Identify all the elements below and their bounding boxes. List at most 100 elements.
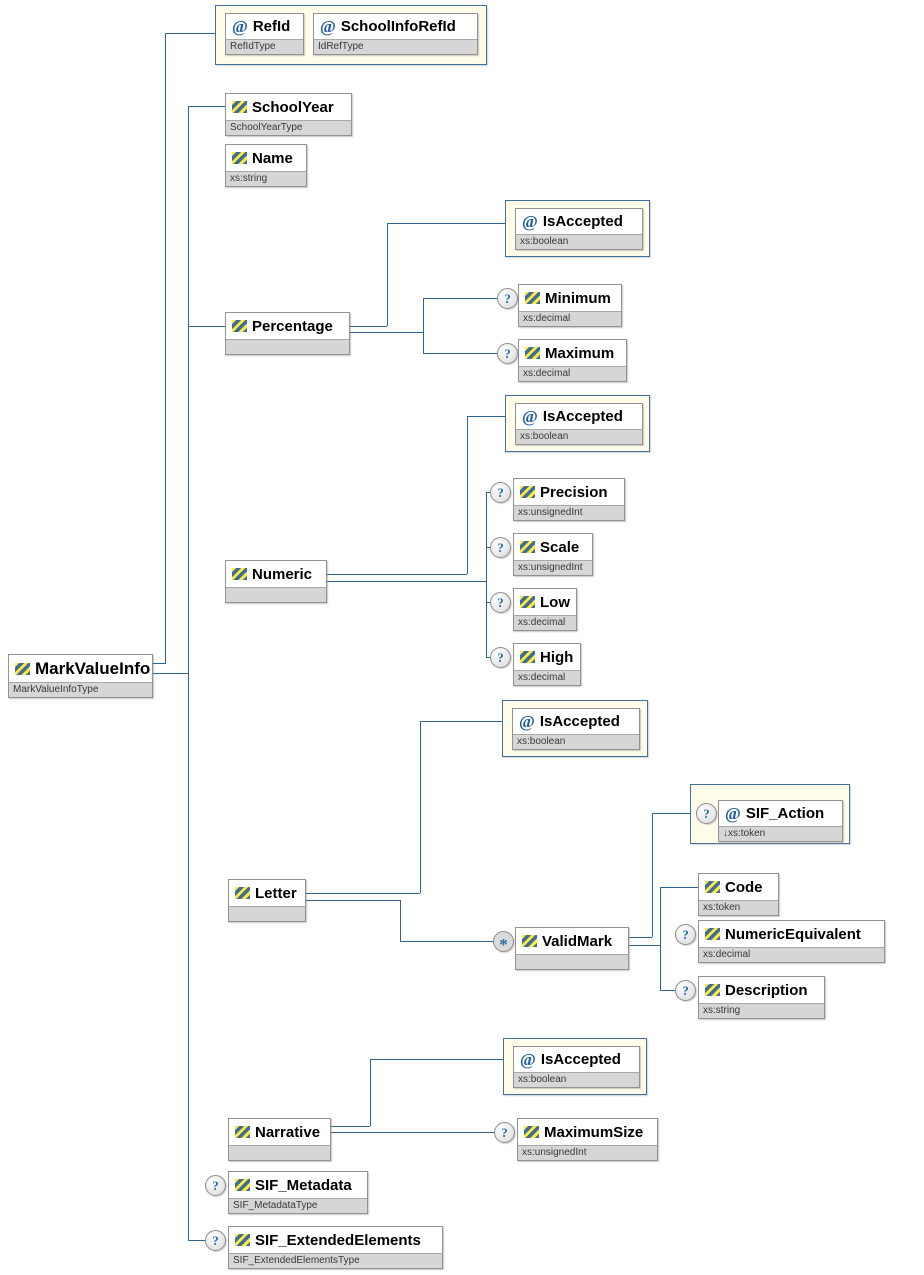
node-title-row: Percentage [226, 313, 349, 339]
connector-line [660, 887, 661, 990]
element-stripes-icon [235, 1126, 250, 1138]
connector-line [486, 492, 491, 493]
element-stripes-icon [705, 881, 720, 893]
connector-line [486, 602, 491, 603]
node-minimum[interactable]: Minimum xs:decimal [518, 284, 622, 327]
node-datatype-bar: IdRefType [314, 39, 477, 54]
node-sif_action[interactable]: @SIF_Action↓xs:token [718, 800, 843, 842]
node-label: MarkValueInfo [35, 658, 151, 678]
connector-line [387, 223, 505, 224]
node-low[interactable]: Low xs:decimal [513, 588, 577, 631]
node-title-row: Description [699, 977, 824, 1003]
element-stripes-icon [525, 347, 540, 359]
node-isaccepted_numeric[interactable]: @IsAccepted xs:boolean [515, 403, 643, 445]
optional-occurrence-icon: ? [490, 592, 511, 613]
connector-line [188, 326, 225, 327]
node-label: IsAccepted [539, 713, 620, 730]
node-title-row: MarkValueInfo [9, 655, 152, 682]
connector-line [151, 663, 166, 664]
connector-line [329, 1132, 494, 1133]
connector-line [400, 900, 401, 941]
node-title-row: ValidMark [516, 928, 628, 954]
node-datatype-bar [516, 954, 628, 969]
node-label: Percentage [252, 317, 333, 335]
element-stripes-icon [235, 1234, 250, 1246]
node-label: Low [540, 593, 570, 611]
node-title-row: Numeric [226, 561, 326, 587]
optional-occurrence-icon: ? [497, 343, 518, 364]
node-title-row: Low [514, 589, 576, 615]
optional-occurrence-icon: ? [696, 803, 717, 824]
connector-line [400, 941, 493, 942]
node-datatype-bar: SIF_MetadataType [229, 1198, 367, 1213]
node-narrative[interactable]: Narrative [228, 1118, 331, 1161]
node-label: Precision [540, 483, 608, 501]
connector-line [165, 33, 215, 34]
connector-line [370, 1059, 371, 1126]
element-stripes-icon [235, 887, 250, 899]
element-stripes-icon [520, 541, 535, 553]
connector-line [467, 416, 505, 417]
attribute-at-icon: @ [522, 407, 538, 426]
connector-line [329, 1126, 370, 1127]
node-datatype-bar [229, 906, 305, 921]
node-datatype-bar [226, 339, 349, 354]
attribute-at-icon: @ [320, 17, 336, 36]
node-label: Code [725, 878, 763, 896]
node-label: IsAccepted [542, 408, 623, 425]
node-datatype-bar: RefIdType [226, 39, 303, 54]
node-datatype-bar: xs:boolean [516, 234, 642, 249]
node-validmark[interactable]: ValidMark [515, 927, 629, 970]
connector-line [420, 721, 421, 893]
optional-occurrence-icon: ? [490, 482, 511, 503]
node-datatype-bar: SIF_ExtendedElementsType [229, 1253, 442, 1268]
node-datatype-bar [229, 1145, 330, 1160]
node-label: NumericEquivalent [725, 925, 861, 943]
node-letter[interactable]: Letter [228, 879, 306, 922]
node-datatype-bar: xs:decimal [514, 615, 576, 630]
node-label: SIF_Metadata [255, 1176, 352, 1194]
node-percentage[interactable]: Percentage [225, 312, 350, 355]
attribute-at-icon: @ [522, 212, 538, 231]
connector-line [660, 887, 698, 888]
node-datatype-bar: xs:unsignedInt [518, 1145, 657, 1160]
optional-occurrence-icon: ? [494, 1122, 515, 1143]
node-title-row: Precision [514, 479, 624, 505]
node-label: SIF_Action [745, 805, 825, 822]
node-label: Minimum [545, 289, 611, 307]
connector-line [486, 492, 487, 657]
node-datatype-bar: xs:decimal [519, 311, 621, 326]
attribute-at-icon: @ [520, 1050, 536, 1069]
node-datatype-bar: xs:unsignedInt [514, 560, 592, 575]
element-stripes-icon [232, 320, 247, 332]
node-label: IsAccepted [540, 1051, 621, 1068]
attribute-at-icon: @ [519, 712, 535, 731]
node-title-row: Name [226, 145, 306, 171]
connector-line [420, 721, 502, 722]
node-label: Description [725, 981, 808, 999]
optional-occurrence-icon: ? [205, 1175, 226, 1196]
attribute-at-icon: @ [232, 17, 248, 36]
node-datatype-bar: xs:boolean [516, 429, 642, 444]
node-numeric[interactable]: Numeric [225, 560, 327, 603]
node-label: ValidMark [542, 932, 613, 950]
connector-line [486, 547, 491, 548]
